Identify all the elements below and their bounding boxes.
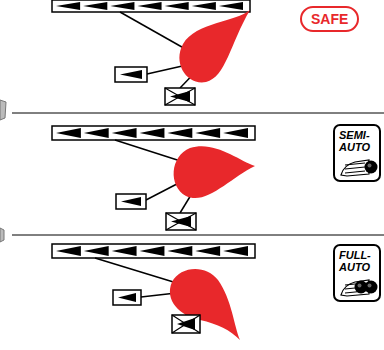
indicator-bar [52,0,250,12]
indicator-bar [52,126,255,140]
blocked-symbol [172,315,200,333]
indicator-bar [52,244,255,258]
mode-badge: SAFE [300,6,359,32]
mode-label: FULL-AUTO [339,249,376,273]
blocked-symbol [165,88,195,105]
selector-semi [115,140,255,213]
mode-label: SEMI-AUTO [339,129,376,153]
mode-icon-box: FULL-AUTO [333,244,381,302]
mode-label: SAFE [311,10,348,28]
blocked-symbol [166,213,196,230]
mode-icon-box: SEMI-AUTO [333,124,381,182]
separator-line [12,113,384,114]
separator-line [12,235,384,236]
bullet-icon [339,154,379,178]
selector-safe [120,10,250,88]
selector-full [95,258,240,340]
fire-symbol [115,67,147,82]
fire-symbol [113,290,141,305]
hand-edge [0,100,6,242]
bullet-icon [339,274,379,298]
fire-symbol [116,194,146,209]
